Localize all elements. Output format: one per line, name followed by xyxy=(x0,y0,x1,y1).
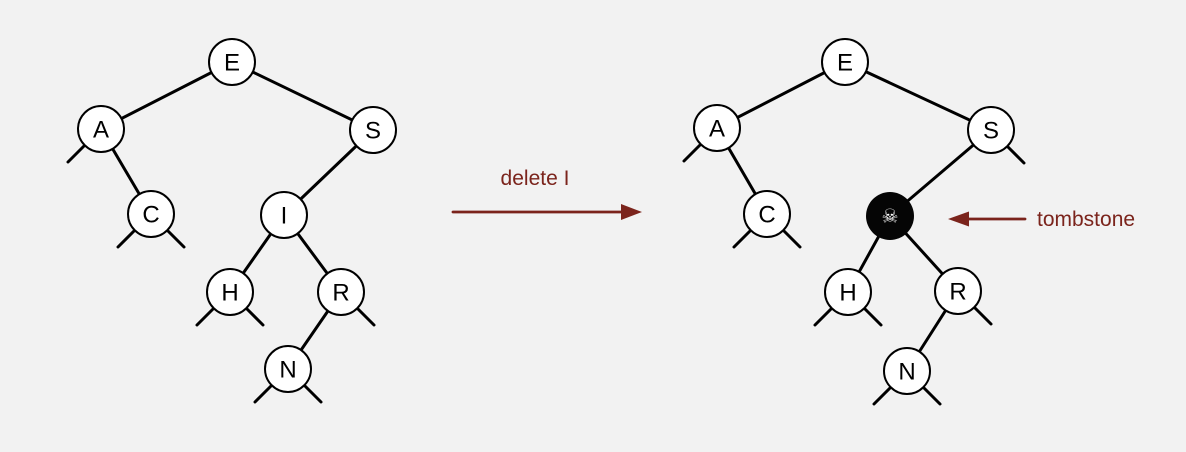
node-before-A: A xyxy=(77,105,125,153)
node-circle xyxy=(317,268,365,316)
node-circle xyxy=(206,268,254,316)
tombstone-annotation: tombstone xyxy=(948,208,1135,231)
null-link-A-left xyxy=(66,143,87,164)
tombstone-label: tombstone xyxy=(1037,208,1135,231)
edge-E-A xyxy=(715,60,847,130)
left-arrowhead-icon xyxy=(948,211,969,227)
node-label: H xyxy=(221,279,238,306)
node-label: C xyxy=(142,201,159,228)
null-link-R-right xyxy=(972,305,993,326)
node-circle xyxy=(264,345,312,393)
node-before-H: H xyxy=(206,268,254,316)
node-after-C: C xyxy=(743,190,791,238)
node-before-N: N xyxy=(264,345,312,393)
null-link-H-left xyxy=(813,306,834,327)
node-circle xyxy=(208,38,256,86)
null-link-C-right xyxy=(165,228,186,249)
node-circle xyxy=(77,105,125,153)
null-link-N-right xyxy=(921,385,942,406)
node-circle xyxy=(349,106,397,154)
node-label: R xyxy=(332,279,349,306)
node-label: E xyxy=(837,49,853,76)
node-before-R: R xyxy=(317,268,365,316)
right-arrowhead-icon xyxy=(621,204,642,220)
node-label: C xyxy=(758,201,775,228)
node-label: S xyxy=(983,117,999,144)
node-circle xyxy=(821,38,869,86)
node-before-C: C xyxy=(127,190,175,238)
node-label: I xyxy=(281,202,288,229)
null-link-A-left xyxy=(682,142,703,163)
node-circle xyxy=(967,106,1015,154)
node-after-A: A xyxy=(693,104,741,152)
node-circle xyxy=(743,190,791,238)
node-after-H: H xyxy=(824,268,872,316)
null-link-C-left xyxy=(732,228,753,249)
node-label: A xyxy=(93,116,109,143)
node-circle xyxy=(260,191,308,239)
node-circle xyxy=(934,267,982,315)
edge-E-S xyxy=(230,60,375,132)
node-label: N xyxy=(279,356,296,383)
null-link-H-right xyxy=(244,306,265,327)
node-before-E: E xyxy=(208,38,256,86)
node-after-tombstone: ☠ xyxy=(866,192,914,240)
delete-transition: delete I xyxy=(451,167,642,220)
skull-crossbones-icon: ☠ xyxy=(881,207,898,228)
node-label: N xyxy=(898,358,915,385)
node-circle xyxy=(127,190,175,238)
node-before-I: I xyxy=(260,191,308,239)
node-label: A xyxy=(709,115,725,142)
null-link-R-right xyxy=(355,306,376,327)
null-link-H-left xyxy=(195,306,216,327)
bst-after: E A S C ☠ H R N xyxy=(682,38,1026,406)
null-link-H-right xyxy=(862,306,883,327)
node-label: H xyxy=(839,279,856,306)
node-after-S: S xyxy=(967,106,1015,154)
edge-E-S xyxy=(843,60,993,132)
node-label: E xyxy=(224,49,240,76)
node-label: R xyxy=(949,278,966,305)
null-link-N-left xyxy=(872,385,893,406)
node-circle xyxy=(883,347,931,395)
node-after-E: E xyxy=(821,38,869,86)
node-label: S xyxy=(365,117,381,144)
null-link-S-right xyxy=(1005,144,1026,165)
null-link-N-left xyxy=(253,383,274,404)
null-link-N-right xyxy=(302,383,323,404)
delete-label: delete I xyxy=(501,167,570,190)
node-after-R: R xyxy=(934,267,982,315)
null-link-C-left xyxy=(116,228,137,249)
null-link-C-right xyxy=(781,228,802,249)
node-before-S: S xyxy=(349,106,397,154)
bst-before: E A S C I H R N xyxy=(66,38,397,404)
node-circle xyxy=(824,268,872,316)
edge-E-A xyxy=(99,60,234,131)
tombstone-node-circle xyxy=(866,192,914,240)
node-circle xyxy=(693,104,741,152)
node-after-N: N xyxy=(883,347,931,395)
